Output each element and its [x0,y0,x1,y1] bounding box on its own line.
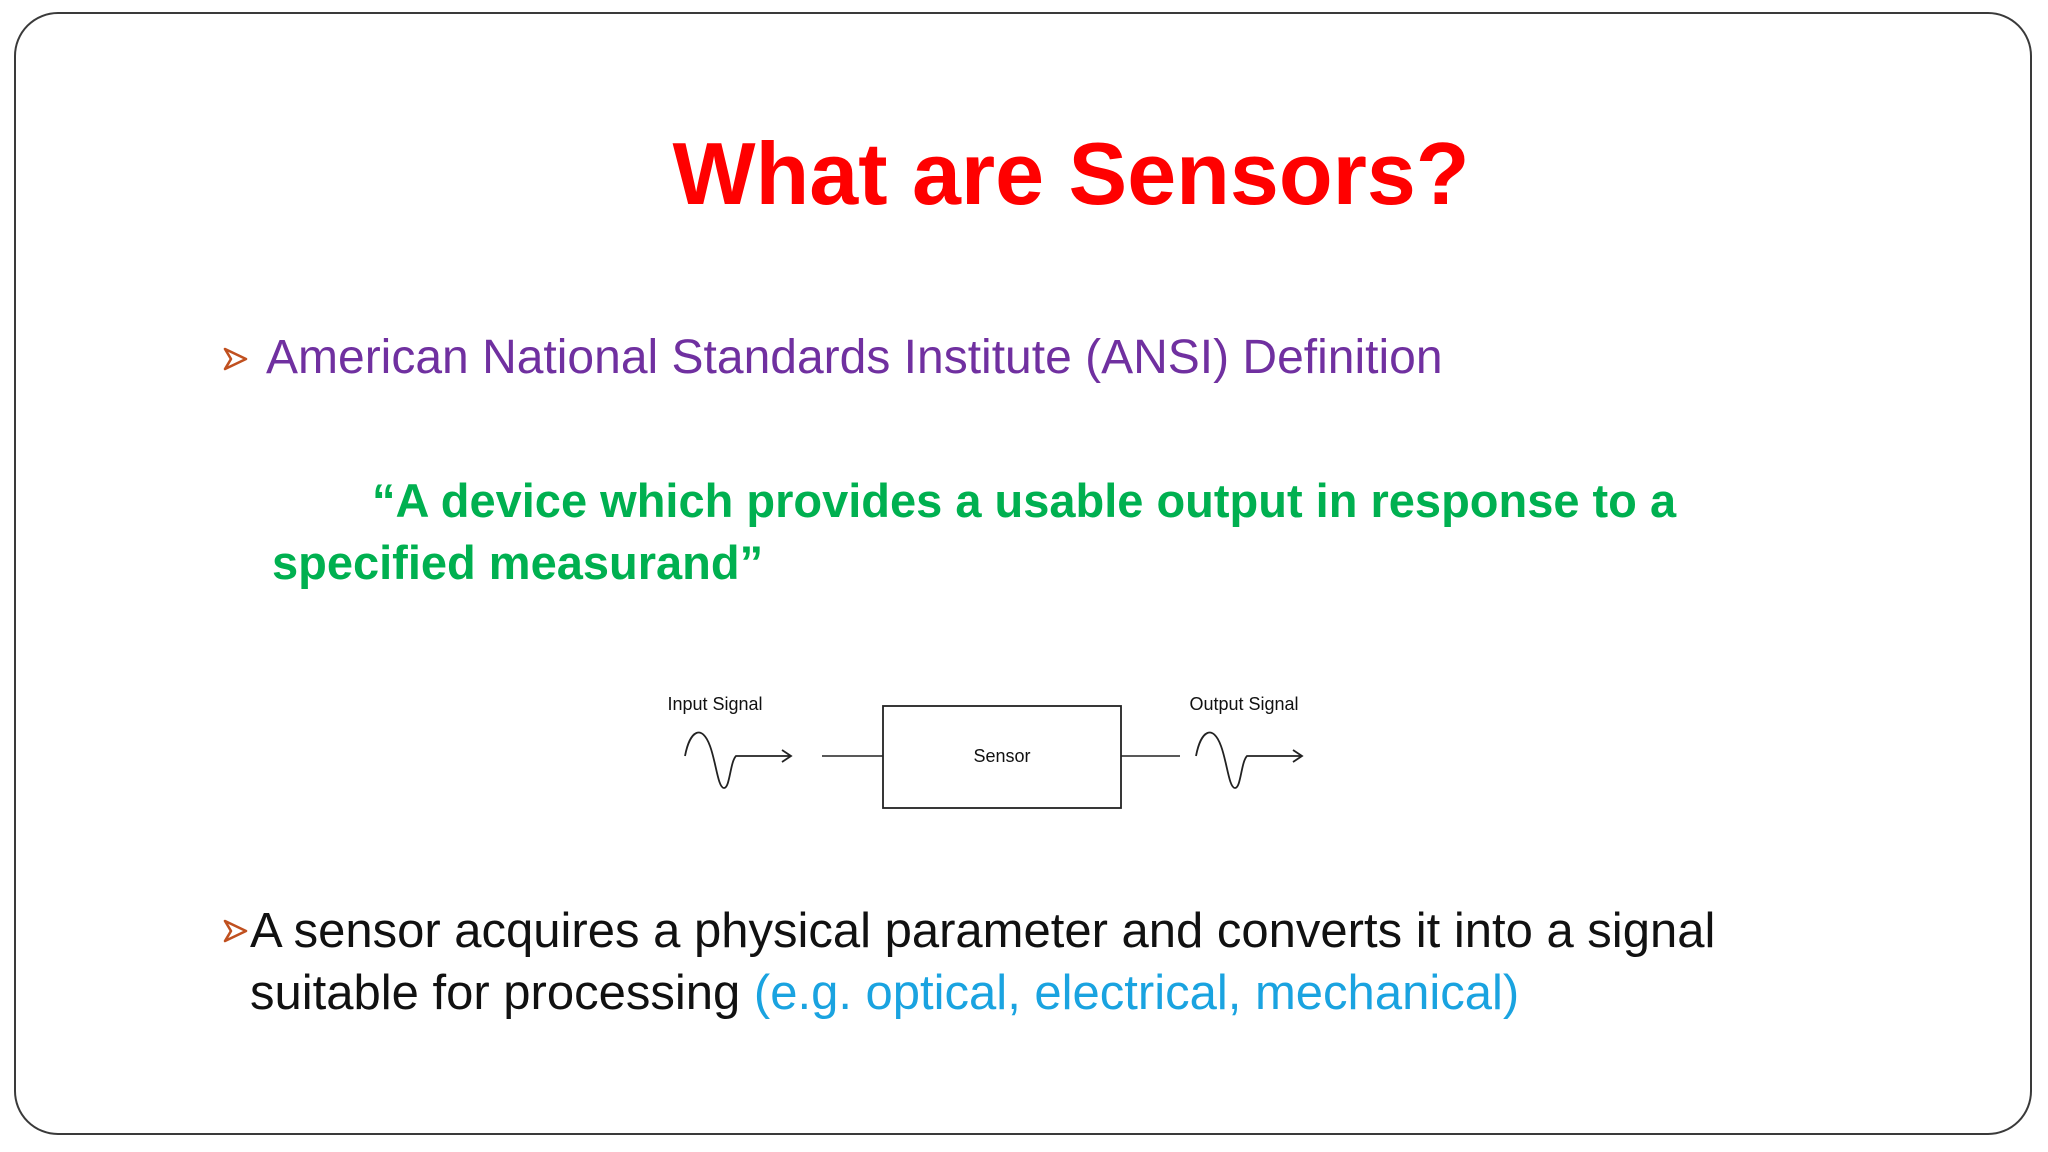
slide-title: What are Sensors? [672,124,1470,223]
input-waveform-icon [684,731,790,789]
sensor-block-diagram: Input Signal Sensor Output Signal [667,694,1304,809]
bullet-ansi-definition: American National Standards Institute (A… [222,328,1443,388]
ansi-definition-quote: “A device which provides a usable output… [272,474,1677,589]
arrow-bullet-icon [222,342,266,382]
sensor-block-label: Sensor [973,746,1030,766]
output-signal-label: Output Signal [1189,694,1298,714]
bullet-ansi-text: American National Standards Institute (A… [266,331,1443,384]
output-waveform-icon [1195,731,1301,789]
input-arrowhead-icon [781,749,793,763]
sensor-block [882,705,1122,809]
slide-frame [14,12,2032,1135]
arrow-bullet-icon [222,914,250,954]
bullet-sensor-main-text: A sensor acquires a physical parameter a… [250,904,1716,1020]
bullet-sensor-text: A sensor acquires a physical parameter a… [250,900,1832,1024]
bullet-sensor-description: A sensor acquires a physical parameter a… [222,900,1832,1024]
output-arrowhead-icon [1292,749,1304,763]
input-signal-label: Input Signal [667,694,762,714]
bullet-sensor-examples-text: (e.g. optical, electrical, mechanical) [753,966,1520,1020]
